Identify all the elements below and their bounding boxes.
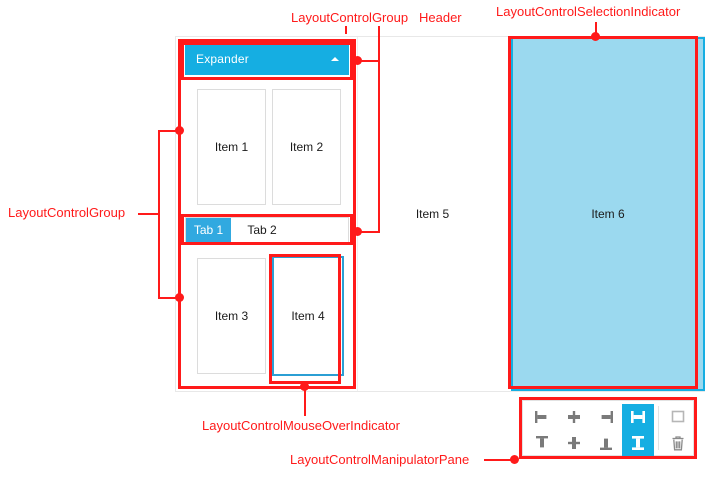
item-1-label: Item 1 <box>214 140 249 154</box>
align-top-icon[interactable] <box>526 430 558 456</box>
item-5-label: Item 5 <box>415 207 450 221</box>
align-right-icon[interactable] <box>590 404 622 430</box>
annotation-dot-expander-header <box>353 56 362 65</box>
annotation-label-header: Header <box>419 10 462 25</box>
expander-header[interactable]: Expander <box>185 45 349 75</box>
annotation-bracket-group-vertical <box>158 130 160 299</box>
item-4[interactable]: Item 4 <box>272 256 344 376</box>
stretch-vertical-icon[interactable] <box>622 430 654 456</box>
annotation-leader-manipulator-pane <box>484 459 512 461</box>
annotation-dot-tab-header <box>353 227 362 236</box>
item-2[interactable]: Item 2 <box>272 89 341 205</box>
layout-control-group-left: Expander Item 1 Item 2 Tab 1 Tab 2 Item … <box>176 37 358 391</box>
annotation-dot-mouseover-indicator <box>300 382 309 391</box>
align-center-v-icon[interactable] <box>558 430 590 456</box>
annotation-tick-group <box>345 26 347 34</box>
manipulator-extra-buttons <box>663 404 693 456</box>
stretch-horizontal-icon[interactable] <box>622 404 654 430</box>
delete-icon[interactable] <box>663 430 693 456</box>
annotation-label-layout-control-group: LayoutControlGroup <box>8 205 126 220</box>
item-5[interactable]: Item 5 <box>359 37 506 391</box>
item-6[interactable]: Item 6 <box>511 37 705 391</box>
annotation-dot-manipulator-pane <box>510 455 519 464</box>
align-bottom-icon[interactable] <box>590 430 622 456</box>
manipulator-divider <box>658 406 659 450</box>
layout-control-manipulator-pane <box>522 400 694 456</box>
annotation-label-selection-indicator: LayoutControlSelectionIndicator <box>496 4 681 19</box>
annotation-dot-selection-indicator <box>591 32 600 41</box>
align-left-icon[interactable] <box>526 404 558 430</box>
annotation-bracket-group-arm-bottom <box>158 297 180 299</box>
annotation-label-group-header: LayoutControlGroup <box>291 10 409 25</box>
item-3-label: Item 3 <box>214 309 249 323</box>
item-2-label: Item 2 <box>289 140 324 154</box>
item-3[interactable]: Item 3 <box>197 258 266 374</box>
annotation-bracket-group-arm-top <box>158 130 180 132</box>
tab-control: Tab 1 Tab 2 <box>185 217 349 243</box>
item-1[interactable]: Item 1 <box>197 89 266 205</box>
annotation-leader-mouseover-indicator <box>304 387 306 416</box>
annotation-leader-group-stem <box>138 213 160 215</box>
restore-icon[interactable] <box>663 404 693 430</box>
align-center-h-icon[interactable] <box>558 404 590 430</box>
annotation-dot-group-top <box>175 126 184 135</box>
annotation-dot-group-bottom <box>175 293 184 302</box>
item-6-label: Item 6 <box>591 207 625 221</box>
manipulator-button-grid <box>526 404 654 456</box>
expander-title: Expander <box>196 52 249 66</box>
annotation-label-manipulator-pane: LayoutControlManipulatorPane <box>290 452 470 467</box>
annotation-bracket-header-arm-bottom <box>357 231 380 233</box>
annotation-bracket-header-arm-top <box>357 60 380 62</box>
layout-control: Expander Item 1 Item 2 Tab 1 Tab 2 Item … <box>175 36 705 392</box>
tab-2[interactable]: Tab 2 <box>247 223 277 237</box>
chevron-up-icon[interactable] <box>331 57 339 61</box>
annotation-label-mouseover-indicator: LayoutControlMouseOverIndicator <box>202 418 400 433</box>
annotation-leader-selection-indicator <box>595 22 597 37</box>
tab-1[interactable]: Tab 1 <box>186 218 231 242</box>
item-4-label: Item 4 <box>291 309 325 323</box>
annotation-bracket-header-vertical <box>378 26 380 233</box>
